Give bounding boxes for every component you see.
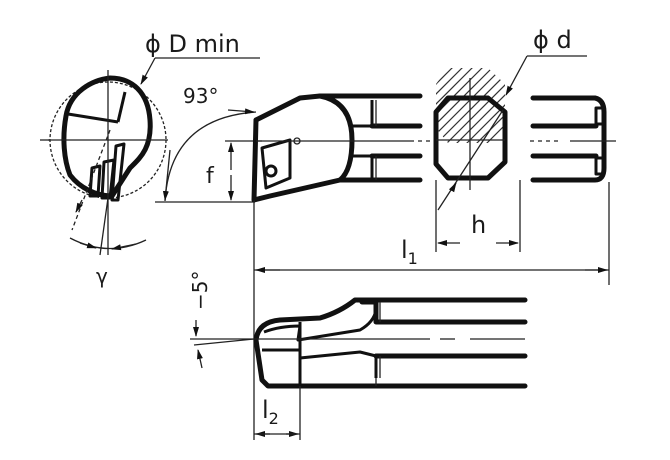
h-label: h — [471, 211, 486, 239]
shank-diameter-label: ϕ d — [533, 26, 572, 54]
bar-cross-section — [61, 75, 153, 199]
shank-end — [530, 95, 616, 285]
top-view — [155, 93, 430, 440]
angle-5-label: −5° — [188, 271, 212, 310]
side-view — [190, 297, 528, 440]
gamma-label: γ — [96, 264, 108, 288]
end-view — [40, 57, 260, 256]
insert — [260, 138, 292, 190]
l2-label: l2 — [262, 396, 279, 428]
shank-profile — [433, 95, 508, 181]
l1-label: l1 — [401, 236, 418, 268]
angle-93-label: 93° — [183, 84, 218, 108]
d-min-label: ϕ D min — [145, 30, 240, 58]
shank-section — [433, 55, 587, 252]
f-label: f — [206, 164, 215, 189]
insert-screw-hole — [264, 164, 278, 178]
